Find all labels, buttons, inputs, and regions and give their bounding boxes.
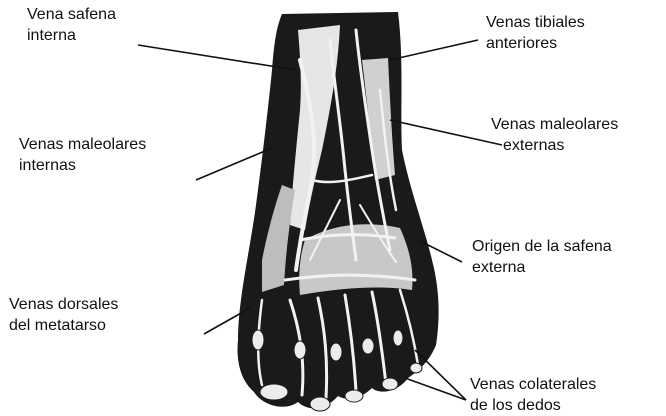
label-venas-maleolares-internas: Venas maleolares internas (19, 134, 146, 176)
label-line: Vena safena (27, 4, 116, 25)
label-venas-maleolares-externas: Venas maleolares externas (491, 114, 618, 156)
label-line: del metatarso (9, 315, 118, 336)
label-line: Venas maleolares (19, 134, 146, 155)
label-line: Venas colaterales (470, 374, 596, 395)
leader-colaterales-a (415, 350, 466, 400)
leader-colaterales-b (405, 378, 466, 400)
leader-vena-safena-interna (138, 45, 296, 70)
label-line: interna (27, 25, 116, 46)
leader-venas-maleolares-externas (390, 120, 502, 145)
label-venas-dorsales-metatarso: Venas dorsales del metatarso (9, 294, 118, 336)
label-line: de los dedos (470, 395, 596, 416)
label-venas-tibiales-anteriores: Venas tibiales anteriores (486, 12, 585, 54)
label-line: Venas maleolares (491, 114, 618, 135)
label-line: Venas dorsales (9, 294, 118, 315)
label-venas-colaterales-dedos: Venas colaterales de los dedos (470, 374, 596, 416)
label-line: Origen de la safena (472, 236, 612, 257)
label-line: Venas tibiales (486, 12, 585, 33)
label-line: externas (491, 135, 618, 156)
label-vena-safena-interna: Vena safena interna (27, 4, 116, 46)
label-origen-safena-externa: Origen de la safena externa (472, 236, 612, 278)
label-line: anteriores (486, 33, 585, 54)
label-line: externa (472, 257, 612, 278)
leader-venas-tibiales-anteriores (390, 40, 478, 60)
label-line: internas (19, 155, 146, 176)
